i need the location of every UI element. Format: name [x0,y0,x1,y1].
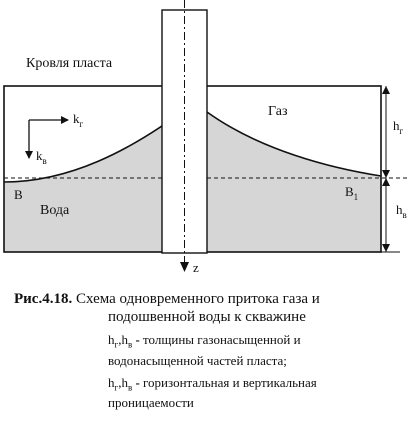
axis-z-label: z [193,260,199,275]
water-label: Вода [40,203,70,218]
caption-title: Схема одновременного притока газа и [75,291,320,307]
hg-arrow-top [382,86,390,94]
hv-arrow-top [382,178,390,186]
hv-arrow-bottom [382,244,390,252]
roof-label: Кровля пласта [26,56,113,71]
hv-label: hв [396,202,407,220]
hg-label: hг [393,118,404,136]
reservoir-diagram: Кровля пласта Газ Вода B B1 kг kв hг hв … [3,0,410,275]
figure-number: Рис.4.18. [14,291,73,307]
axis-z-arrow [180,262,189,272]
point-b-label: B [14,187,23,202]
legend-thickness: hг,hв - толщины газонасыщенной и водонас… [108,332,301,368]
caption-title-line1: Рис.4.18. Схема одновременного притока г… [14,290,406,308]
hg-arrow-bottom [382,170,390,178]
legend-permeability: hг,hв - горизонтальная и вертикальная пр… [108,374,317,411]
diagram-svg: Кровля пласта Газ Вода B B1 kг kв hг hв … [3,0,410,275]
point-b1-label: B1 [345,184,358,202]
figure-caption: Рис.4.18. Схема одновременного притока г… [14,290,406,411]
caption-title-line2: подошвенной воды к скважине [108,309,306,325]
kg-label: kг [73,111,84,129]
kv-label: kв [36,148,47,166]
gas-label: Газ [268,104,288,119]
